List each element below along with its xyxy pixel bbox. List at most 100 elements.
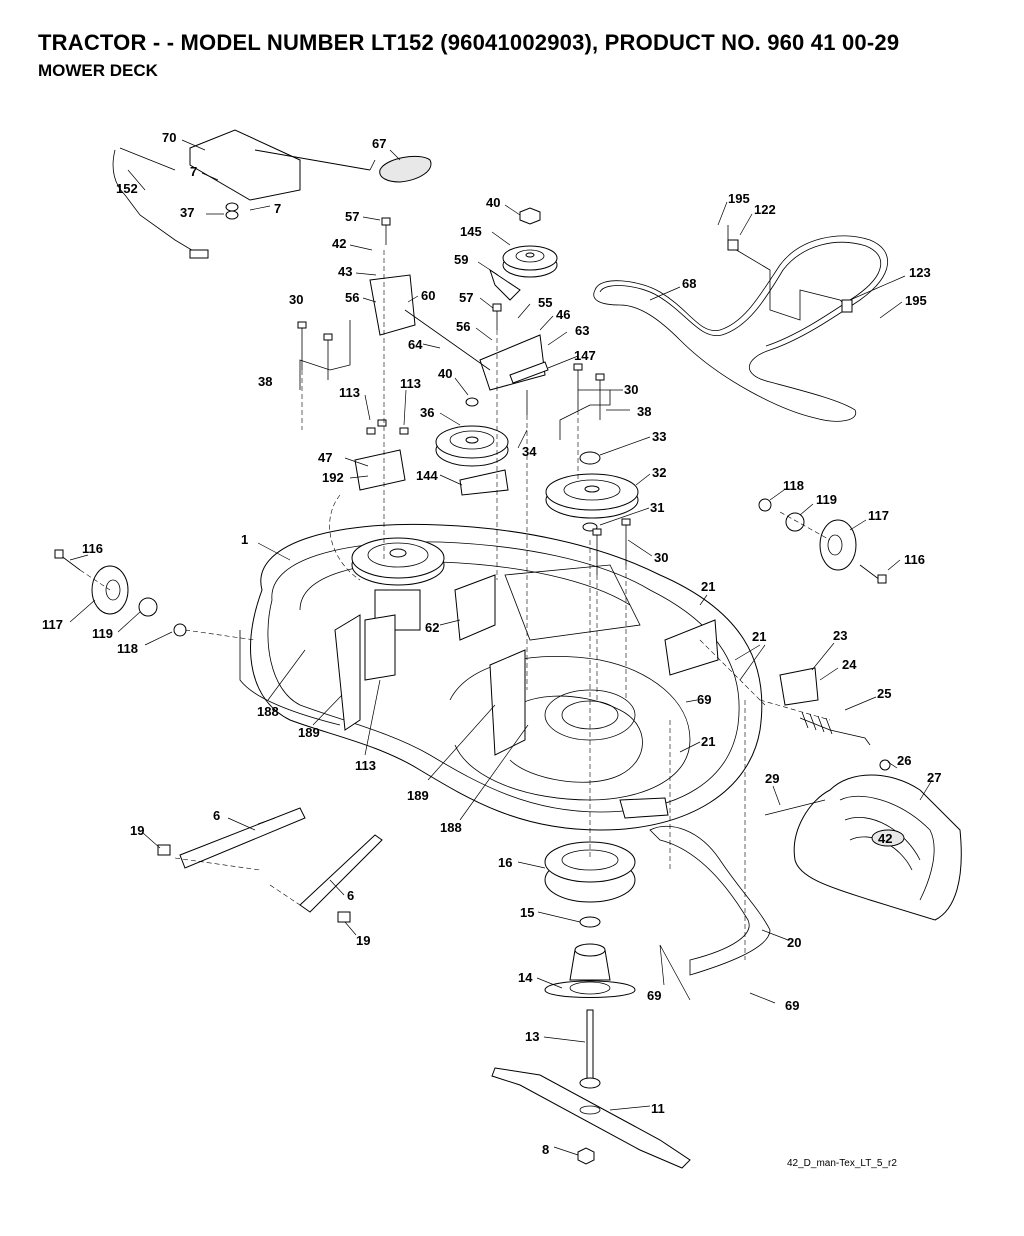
part-label: 20 xyxy=(787,935,801,950)
part-label: 40 xyxy=(486,195,500,210)
part-label: 118 xyxy=(117,641,138,656)
part-label: 16 xyxy=(498,855,512,870)
part-label: 30 xyxy=(624,382,638,397)
part-label: 145 xyxy=(460,224,482,239)
part-label: 32 xyxy=(652,465,666,480)
spindle-housing-16 xyxy=(544,841,636,903)
leader-lines xyxy=(69,139,933,1156)
part-label: 113 xyxy=(355,758,376,773)
part-label: 6 xyxy=(347,888,354,903)
part-label: 19 xyxy=(130,823,144,838)
page-title: TRACTOR - - MODEL NUMBER LT152 (96041002… xyxy=(38,30,900,55)
part-label: 13 xyxy=(525,1029,539,1044)
part-label: 21 xyxy=(701,734,715,749)
gauge-wheel-right xyxy=(758,498,887,584)
part-label: 34 xyxy=(522,444,537,459)
part-label: 152 xyxy=(116,181,138,196)
part-label: 118 xyxy=(783,478,804,493)
part-label: 6 xyxy=(213,808,220,823)
part-label: 113 xyxy=(339,385,360,400)
part-label: 57 xyxy=(345,209,359,224)
idler-pulley-36 xyxy=(435,397,509,467)
part-label: 43 xyxy=(338,264,352,279)
part-label: 195 xyxy=(728,191,750,206)
baffle-20 xyxy=(649,825,771,976)
part-label: 30 xyxy=(289,292,303,307)
part-number-labels: 70 67 7 7 152 37 57 42 43 56 60 30 38 40… xyxy=(42,130,941,1157)
part-label: 123 xyxy=(909,265,931,280)
part-label: 63 xyxy=(575,323,589,338)
part-label: 24 xyxy=(842,657,857,672)
part-label: 62 xyxy=(425,620,439,635)
part-label: 147 xyxy=(574,348,596,363)
part-label: 69 xyxy=(785,998,799,1013)
deck-spindle-pulley xyxy=(351,537,445,631)
part-label: 69 xyxy=(647,988,661,1003)
part-label: 60 xyxy=(421,288,435,303)
part-label: 69 xyxy=(697,692,711,707)
part-label: 117 xyxy=(868,508,889,523)
part-label: 40 xyxy=(438,366,452,381)
part-label: 116 xyxy=(82,541,103,556)
gauge-wheel-left xyxy=(54,549,187,637)
blade-11 xyxy=(491,1067,691,1169)
part-label: 113 xyxy=(400,376,421,391)
part-label: 144 xyxy=(416,468,438,483)
part-label: 68 xyxy=(682,276,696,291)
part-label: 26 xyxy=(897,753,911,768)
part-label: 122 xyxy=(754,202,776,217)
part-label: 188 xyxy=(257,704,279,719)
part-label: 23 xyxy=(833,628,847,643)
part-label: 21 xyxy=(701,579,715,594)
part-label: 57 xyxy=(459,290,473,305)
part-label: 1 xyxy=(241,532,248,547)
part-label: 42 xyxy=(332,236,346,251)
part-label: 37 xyxy=(180,205,194,220)
idler-arms xyxy=(354,268,549,496)
part-label: 55 xyxy=(538,295,552,310)
part-label: 119 xyxy=(816,492,837,507)
blade-bolt-8 xyxy=(577,1147,595,1165)
spindle-pulley-32 xyxy=(545,451,639,532)
part-label: 36 xyxy=(420,405,434,420)
part-label: 29 xyxy=(765,771,779,786)
part-label: 19 xyxy=(356,933,370,948)
spindle-14 xyxy=(544,943,636,998)
part-label: 67 xyxy=(372,136,386,151)
part-label: 56 xyxy=(456,319,470,334)
part-label: 21 xyxy=(752,629,766,644)
handle-knob xyxy=(379,155,432,183)
part-label: 192 xyxy=(322,470,344,485)
chute-hardware xyxy=(764,711,891,816)
drive-belt xyxy=(593,235,888,422)
part-label: 47 xyxy=(318,450,332,465)
part-label: 59 xyxy=(454,252,468,267)
part-label: 64 xyxy=(408,337,423,352)
part-label: 189 xyxy=(298,725,320,740)
section-subtitle: MOWER DECK xyxy=(38,61,158,80)
stabilizer-bracket-lower xyxy=(299,834,383,923)
part-label: 7 xyxy=(190,164,197,179)
belt-guide xyxy=(727,225,853,321)
lift-arms xyxy=(299,320,611,440)
part-label: 7 xyxy=(274,201,281,216)
part-label: 33 xyxy=(652,429,666,444)
part-label: 8 xyxy=(542,1142,549,1157)
part-label: 116 xyxy=(904,552,925,567)
part-label: 70 xyxy=(162,130,176,145)
part-label: 195 xyxy=(905,293,927,308)
assembly-alignment-lines xyxy=(79,250,831,960)
lift-linkage-assembly xyxy=(112,129,376,259)
part-label: 119 xyxy=(92,626,113,641)
bearing-15 xyxy=(579,916,601,928)
part-label: 189 xyxy=(407,788,429,803)
part-label: 56 xyxy=(345,290,359,305)
part-label: 27 xyxy=(927,770,941,785)
part-label: 188 xyxy=(440,820,462,835)
part-label: 30 xyxy=(654,550,668,565)
part-label: 14 xyxy=(518,970,533,985)
part-label: 117 xyxy=(42,617,63,632)
part-label: 31 xyxy=(650,500,664,515)
stabilizer-bracket-upper xyxy=(157,807,306,869)
